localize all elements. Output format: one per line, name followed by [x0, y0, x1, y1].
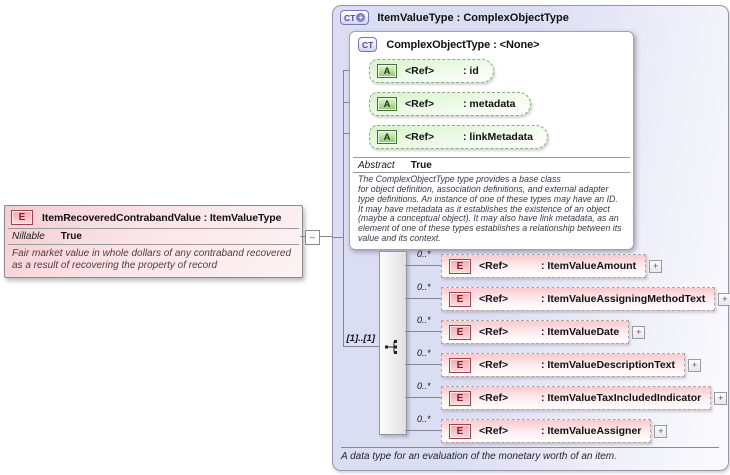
nillable-property-row: Nillable True — [5, 229, 302, 244]
occurrence-label: 0..* — [417, 348, 431, 358]
plus-badge-icon: + — [356, 13, 366, 22]
property-name: Nillable — [12, 231, 45, 242]
element-ref-itemvaluetaxincludedindicator: 0..* E <Ref> : ItemValueTaxIncludedIndic… — [405, 381, 728, 410]
element-name: : ItemValueAmount — [541, 260, 637, 272]
ref-label: <Ref> — [479, 326, 509, 338]
attribute-ref-linkmetadata[interactable]: A <Ref> : linkMetadata — [369, 125, 549, 149]
element-ref-box[interactable]: E <Ref> : ItemValueAssigningMethodText — [441, 287, 716, 311]
element-ref-box[interactable]: E <Ref> : ItemValueDate — [441, 320, 630, 344]
attribute-name: : metadata — [463, 98, 516, 110]
divider — [8, 228, 299, 229]
attribute-ref-metadata[interactable]: A <Ref> : metadata — [369, 92, 531, 116]
divider — [341, 447, 719, 448]
attribute-icon: A — [377, 130, 397, 144]
element-icon: E — [449, 324, 471, 340]
element-type-connector-line — [300, 236, 342, 237]
complex-type-extension-icon: CT+ — [340, 10, 370, 25]
occurrence-label: 0..* — [417, 315, 431, 325]
occurrence-label: 0..* — [417, 414, 431, 424]
expand-toggle-icon[interactable]: + — [718, 292, 730, 306]
expand-toggle-icon[interactable]: + — [714, 391, 728, 405]
complex-type-icon: CT — [358, 37, 378, 52]
connector-line — [405, 397, 441, 398]
type-panel-title: ItemValueType : ComplexObjectType — [377, 11, 569, 24]
attribute-name: : id — [463, 65, 479, 77]
element-name: : ItemValueDate — [541, 326, 620, 338]
ref-label: <Ref> — [405, 65, 435, 77]
element-ref-box[interactable]: E <Ref> : ItemValueTaxIncludedIndicator — [441, 386, 712, 410]
connector-line — [405, 364, 441, 365]
ref-label: <Ref> — [479, 293, 509, 305]
divider — [353, 172, 630, 173]
tree-trunk-line — [343, 70, 344, 347]
expand-toggle-icon[interactable]: + — [654, 424, 668, 438]
connector-line — [405, 331, 441, 332]
property-value: True — [410, 160, 432, 171]
expand-toggle-icon[interactable]: + — [688, 358, 702, 372]
ref-label: <Ref> — [405, 131, 435, 143]
connector-line — [405, 430, 441, 431]
element-title: ItemRecoveredContrabandValue : ItemValue… — [42, 211, 282, 224]
element-name: : ItemValueAssigner — [541, 425, 642, 437]
occurrence-label: 0..* — [417, 381, 431, 391]
connector-line — [405, 265, 441, 266]
element-icon: E — [449, 390, 471, 406]
base-type-title: ComplexObjectType : <None> — [386, 38, 540, 51]
element-box-header: E ItemRecoveredContrabandValue : ItemVal… — [5, 206, 302, 228]
element-ref-itemvalueamount: 0..* E <Ref> : ItemValueAmount + — [405, 249, 663, 278]
element-ref-box[interactable]: E <Ref> : ItemValueAssigner — [441, 419, 652, 443]
attribute-icon: A — [377, 97, 397, 111]
sequence-element-list: 0..* E <Ref> : ItemValueAmount + 0..* E … — [405, 249, 730, 443]
divider — [8, 244, 299, 245]
element-ref-itemvalueassigningmethodtext: 0..* E <Ref> : ItemValueAssigningMethodT… — [405, 282, 730, 311]
attribute-icon: A — [377, 64, 397, 78]
ref-label: <Ref> — [479, 425, 509, 437]
attribute-ref-id[interactable]: A <Ref> : id — [369, 59, 494, 83]
property-name: Abstract — [358, 160, 395, 171]
base-type-header: CT ComplexObjectType : <None> — [350, 32, 633, 54]
element-ref-itemvaluedate: 0..* E <Ref> : ItemValueDate + — [405, 315, 646, 344]
base-type-documentation: The ComplexObjectType type provides a ba… — [358, 174, 622, 244]
incoming-connector-line — [332, 237, 343, 238]
sequence-icon — [385, 340, 397, 354]
element-box-itemrecoveredcontrabandvalue[interactable]: E ItemRecoveredContrabandValue : ItemVal… — [4, 205, 303, 278]
ref-label: <Ref> — [479, 260, 509, 272]
element-icon: E — [449, 291, 471, 307]
element-icon: E — [449, 258, 471, 274]
ct-label: CT — [344, 12, 356, 23]
base-type-box-complexobjecttype[interactable]: CT ComplexObjectType : <None> A <Ref> : … — [349, 31, 634, 250]
type-panel-itemvaluetype[interactable]: CT+ ItemValueType : ComplexObjectType CT… — [332, 5, 730, 471]
abstract-property-row: Abstract True — [350, 158, 633, 172]
expand-toggle-icon[interactable]: + — [649, 259, 663, 273]
divider — [353, 157, 630, 158]
ref-label: <Ref> — [479, 392, 509, 404]
connector-line — [405, 298, 441, 299]
element-name: : ItemValueAssigningMethodText — [541, 293, 706, 305]
sequence-branch-line — [343, 346, 379, 347]
element-icon: E — [11, 210, 33, 225]
occurrence-label: 0..* — [417, 282, 431, 292]
attribute-list: A <Ref> : id A <Ref> : metadata A <Ref> … — [369, 59, 633, 149]
element-documentation: Fair market value in whole dollars of an… — [12, 248, 292, 271]
ref-label: <Ref> — [479, 359, 509, 371]
sequence-cardinality: [1]..[1] — [346, 333, 376, 344]
collapse-toggle-icon[interactable]: – — [305, 230, 320, 245]
element-ref-box[interactable]: E <Ref> : ItemValueDescriptionText — [441, 353, 686, 377]
attribute-name: : linkMetadata — [463, 131, 534, 143]
element-name: : ItemValueDescriptionText — [541, 359, 676, 371]
occurrence-label: 0..* — [417, 249, 431, 259]
expand-toggle-icon[interactable]: + — [632, 325, 646, 339]
element-ref-box[interactable]: E <Ref> : ItemValueAmount — [441, 254, 647, 278]
element-icon: E — [449, 357, 471, 373]
type-panel-header: CT+ ItemValueType : ComplexObjectType — [340, 10, 569, 25]
element-icon: E — [449, 423, 471, 439]
element-name: : ItemValueTaxIncludedIndicator — [541, 392, 702, 404]
element-ref-itemvalueassigner: 0..* E <Ref> : ItemValueAssigner + — [405, 414, 668, 443]
type-documentation: A data type for an evaluation of the mon… — [341, 451, 617, 462]
ref-label: <Ref> — [405, 98, 435, 110]
element-ref-itemvaluedescriptiontext: 0..* E <Ref> : ItemValueDescriptionText … — [405, 348, 702, 377]
sequence-compositor-bar[interactable] — [379, 251, 407, 435]
property-value: True — [60, 231, 82, 242]
